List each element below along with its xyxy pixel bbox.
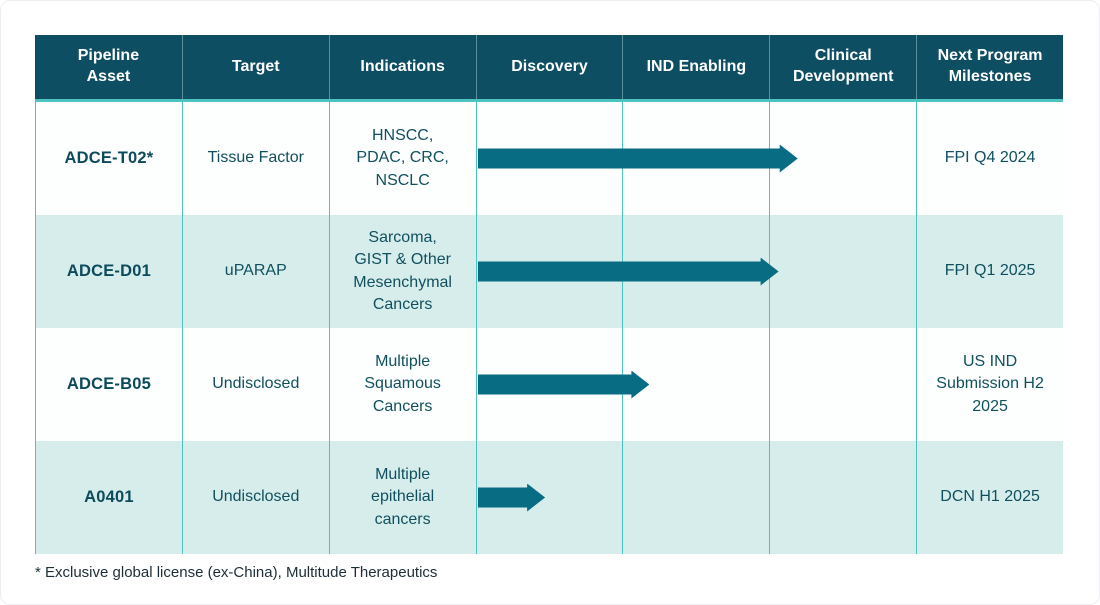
stage-cell-discovery — [475, 441, 623, 554]
column-header-next-program-milestones: Next Program Milestones — [916, 35, 1063, 99]
column-header-target: Target — [181, 35, 329, 99]
column-header-indications: Indications — [328, 35, 476, 99]
stage-cell-clinical-development — [769, 215, 916, 328]
target-cell: uPARAP — [181, 215, 329, 328]
stage-cell-discovery — [475, 102, 623, 215]
milestone-cell: US IND Submission H2 2025 — [916, 328, 1063, 441]
stage-cell-ind-enabling — [622, 441, 769, 554]
milestone-cell: FPI Q1 2025 — [916, 215, 1063, 328]
indications-cell: Sarcoma, GIST & Other Mesenchymal Cancer… — [328, 215, 476, 328]
target-cell: Undisclosed — [181, 441, 329, 554]
stage-cell-discovery — [475, 215, 623, 328]
milestone-cell: FPI Q4 2024 — [916, 102, 1063, 215]
target-cell: Undisclosed — [181, 328, 329, 441]
pipeline-row: ADCE-T02* Tissue Factor HNSCC, PDAC, CRC… — [35, 102, 1063, 215]
indications-cell: Multiple epithelial cancers — [328, 441, 476, 554]
table-body: ADCE-T02* Tissue Factor HNSCC, PDAC, CRC… — [35, 102, 1063, 554]
progress-arrow — [478, 145, 798, 173]
asset-cell: ADCE-D01 — [35, 215, 182, 328]
column-header-discovery: Discovery — [475, 35, 623, 99]
pipeline-row: ADCE-B05 Undisclosed Multiple Squamous C… — [35, 328, 1063, 441]
pipeline-row: ADCE-D01 uPARAP Sarcoma, GIST & Other Me… — [35, 215, 1063, 328]
license-footnote: * Exclusive global license (ex-China), M… — [35, 564, 438, 581]
column-header-clinical-development: Clinical Development — [769, 35, 916, 99]
asset-cell: ADCE-T02* — [35, 102, 182, 215]
stage-cell-clinical-development — [769, 441, 916, 554]
progress-arrow — [478, 258, 779, 286]
milestone-cell: DCN H1 2025 — [916, 441, 1063, 554]
column-header-ind-enabling: IND Enabling — [622, 35, 769, 99]
asset-cell: A0401 — [35, 441, 182, 554]
column-header-pipeline-asset: Pipeline Asset — [77, 47, 140, 85]
pipeline-row: A0401 Undisclosed Multiple epithelial ca… — [35, 441, 1063, 554]
stage-cell-clinical-development — [769, 328, 916, 441]
table-header-row: Pipeline Asset Target Indications Discov… — [35, 35, 1063, 102]
target-cell: Tissue Factor — [181, 102, 329, 215]
indications-cell: Multiple Squamous Cancers — [328, 328, 476, 441]
progress-arrow — [478, 371, 650, 399]
stage-cell-discovery — [475, 328, 623, 441]
pipeline-table: Pipeline Asset Target Indications Discov… — [35, 35, 1063, 554]
asset-cell: ADCE-B05 — [35, 328, 182, 441]
indications-cell: HNSCC, PDAC, CRC, NSCLC — [328, 102, 476, 215]
